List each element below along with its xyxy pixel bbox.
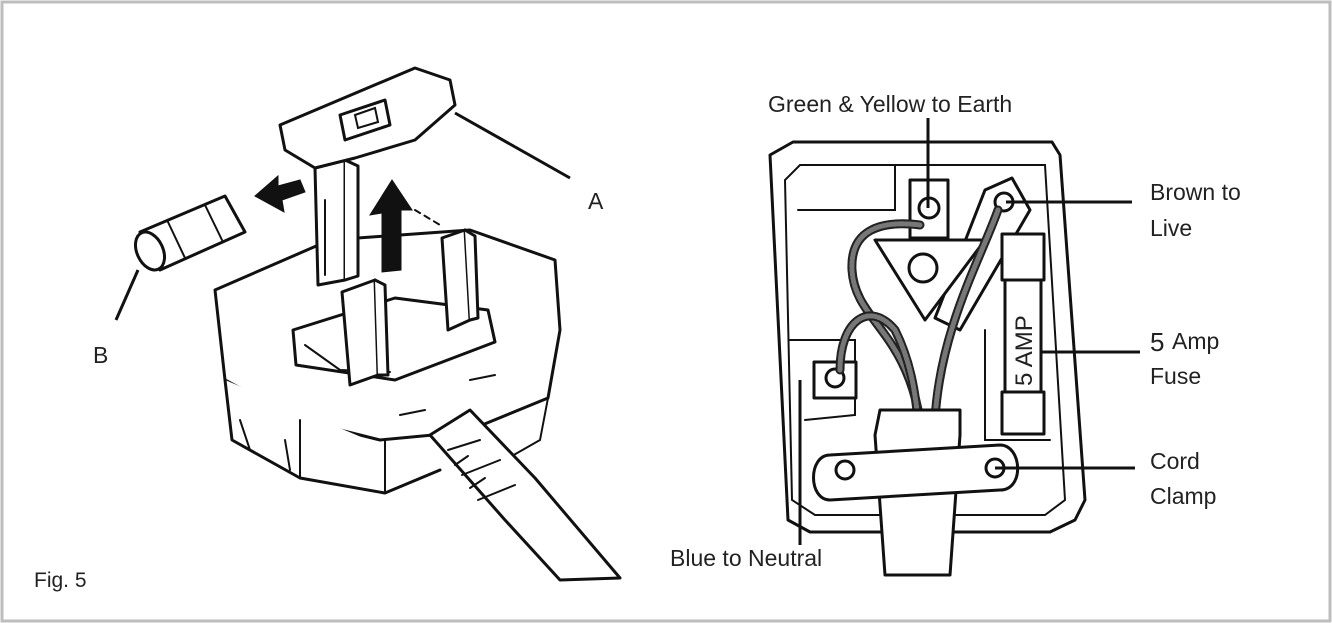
plug-cable [428,408,622,582]
label-fuse-2: Fuse [1150,363,1201,389]
pin-left [340,278,380,387]
label-a: A [588,188,604,214]
label-b: B [93,342,108,368]
cord-clamp [812,443,1020,502]
label-earth: Green & Yellow to Earth [768,91,1012,117]
label-fuse-number: 5 [1150,327,1164,357]
fuse-5amp: 5 AMP [1000,232,1046,436]
label-clamp-2: Clamp [1150,483,1216,509]
plug-fuse-diagram: A B [93,66,622,582]
label-neutral: Blue to Neutral [670,545,822,571]
label-live-2: Live [1150,215,1192,241]
left-arrow-icon [254,174,306,213]
label-live-1: Brown to [1150,179,1241,205]
label-fuse-1: Amp [1172,328,1219,354]
leader-a [454,111,571,180]
fuse-marking: 5 AMP [1011,315,1038,386]
figure-caption: Fig. 5 [34,569,87,592]
pin-right [440,228,472,332]
up-arrow-icon [368,179,413,273]
label-clamp-1: Cord [1150,448,1200,474]
leader-b [114,269,140,321]
fuse-cartridge [133,194,247,272]
plug-wiring-diagram: 5 AMP Green & Yellow to Earth Brown to L… [670,91,1241,577]
